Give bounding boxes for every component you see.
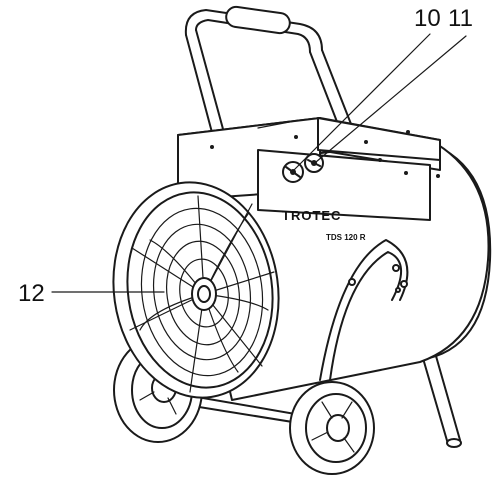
power-switch-knob <box>304 153 324 173</box>
callout-leaders <box>51 33 467 293</box>
thermostat-knob <box>282 161 304 183</box>
callout-11: 11 <box>448 5 473 32</box>
model-label: TDS 120 R <box>326 233 366 242</box>
right-wheel <box>289 381 375 475</box>
fan-guard <box>112 181 280 399</box>
leader-11 <box>315 35 467 163</box>
heater-body: TROTEC TDS 120 R <box>177 117 492 401</box>
callout-12: 12 <box>18 280 45 307</box>
handle-grip <box>225 5 291 35</box>
leader-10 <box>293 33 431 171</box>
brand-label: TROTEC <box>282 208 341 223</box>
callout-10: 10 <box>414 5 441 32</box>
